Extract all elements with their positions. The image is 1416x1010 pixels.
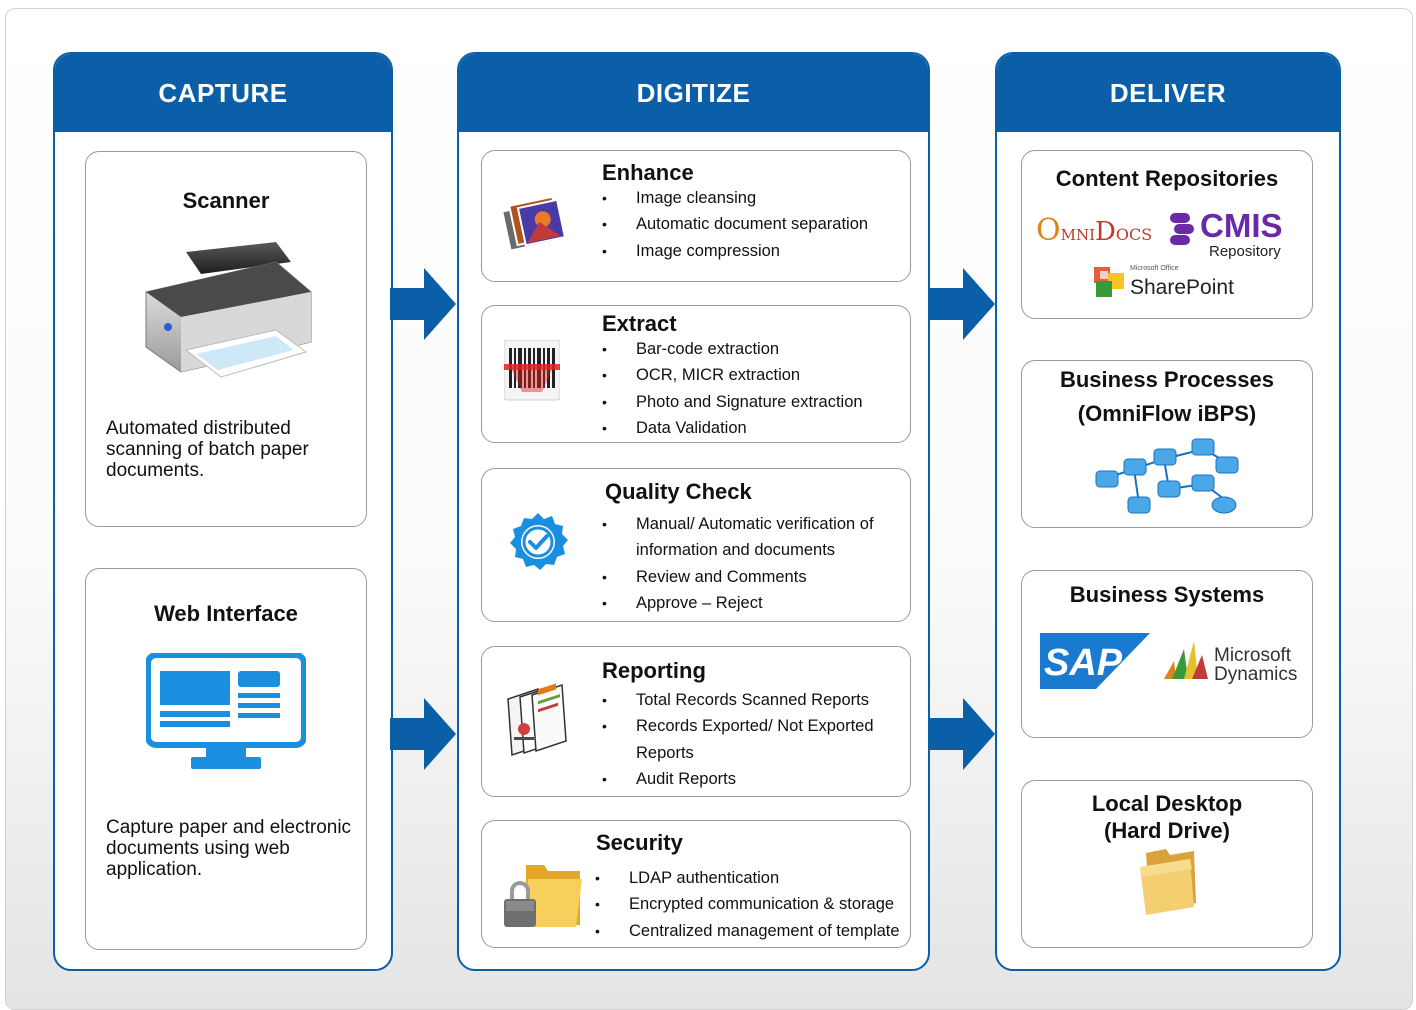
extract-card: Extract Bar-code extraction OCR, MICR ex… xyxy=(481,305,911,443)
deliver-header: DELIVER xyxy=(997,54,1339,132)
monitor-icon xyxy=(146,653,306,769)
local-desktop-card: Local Desktop (Hard Drive) xyxy=(1021,780,1313,948)
quality-check-title: Quality Check xyxy=(605,479,752,504)
scanner-title: Scanner xyxy=(182,188,270,213)
quality-check-list: Manual/ Automatic verification of inform… xyxy=(602,511,874,616)
list-item: Encrypted communication & storage xyxy=(595,891,900,918)
list-item: Image cleansing xyxy=(602,185,868,212)
enhance-list: Image cleansing Automatic document separ… xyxy=(602,185,868,264)
business-processes-card: Business Processes (OmniFlow iBPS) xyxy=(1021,360,1313,528)
extract-list: Bar-code extraction OCR, MICR extraction… xyxy=(602,336,863,441)
digitize-column: DIGITIZE Enhance Image cleansing Automat… xyxy=(457,52,930,971)
arrow-digitize-deliver-bottom xyxy=(929,698,995,770)
arrow-digitize-deliver-top xyxy=(929,268,995,340)
content-repositories-title: Content Repositories xyxy=(1055,166,1279,191)
scanner-card: Scanner Automated distributed scanning o… xyxy=(85,151,367,527)
list-item: Photo and Signature extraction xyxy=(602,389,863,416)
sap-logo-text: SAP xyxy=(1044,642,1123,684)
digitize-header: DIGITIZE xyxy=(459,54,928,132)
enhance-title: Enhance xyxy=(602,160,694,185)
folder-icon xyxy=(1140,849,1196,915)
list-item: Review and Comments xyxy=(602,564,874,591)
capture-header: CAPTURE xyxy=(55,54,391,132)
deliver-column: DELIVER Content Repositories OMNIDOCS CM… xyxy=(995,52,1341,971)
arrow-capture-digitize-top xyxy=(390,268,456,340)
list-item: Image compression xyxy=(602,238,868,265)
reporting-title: Reporting xyxy=(602,658,706,683)
barcode-icon xyxy=(504,340,560,401)
list-item: Bar-code extraction xyxy=(602,336,863,363)
reports-icon xyxy=(507,683,567,757)
list-item: information and documents xyxy=(636,541,836,560)
local-desktop-title-line2: (Hard Drive) xyxy=(1104,818,1230,843)
cmis-subtitle: Repository xyxy=(1209,243,1281,260)
process-flow-icon xyxy=(1095,438,1239,514)
dynamics-logo-icon xyxy=(1164,641,1208,679)
list-item: Total Records Scanned Reports xyxy=(602,687,874,714)
business-processes-title-line1: Business Processes xyxy=(1059,367,1275,392)
cmis-logo-icon xyxy=(1170,213,1194,245)
list-item: Data Validation xyxy=(602,415,863,442)
verified-badge-icon xyxy=(510,513,568,570)
content-repositories-card: Content Repositories OMNIDOCS CMIS Repos… xyxy=(1021,150,1313,319)
sharepoint-icon xyxy=(1094,267,1124,297)
arrow-capture-digitize-bottom xyxy=(390,698,456,770)
business-processes-title-line2: (OmniFlow iBPS) xyxy=(1077,401,1257,426)
sap-logo-icon: SAP xyxy=(1040,633,1150,689)
list-item: LDAP authentication xyxy=(595,865,900,892)
enhance-card: Enhance Image cleansing Automatic docume… xyxy=(481,150,911,282)
image-stack-icon xyxy=(501,195,567,252)
list-item: Manual/ Automatic verification of xyxy=(602,511,874,538)
security-card: Security LDAP authentication Encrypted c… xyxy=(481,820,911,948)
scanner-description: Automated distributed scanning of batch … xyxy=(106,418,309,481)
dynamics-logo-line2: Dynamics xyxy=(1214,664,1298,685)
lock-folder-icon xyxy=(504,865,582,927)
omnidocs-logo: OMNIDOCS xyxy=(1036,213,1153,248)
list-item: Records Exported/ Not Exported xyxy=(602,713,874,740)
business-systems-title: Business Systems xyxy=(1069,582,1265,607)
quality-check-card: Quality Check Manual/ Automatic verifica… xyxy=(481,468,911,622)
list-item: Centralized management of template xyxy=(595,918,900,945)
reporting-list: Total Records Scanned Reports Records Ex… xyxy=(602,687,874,792)
sharepoint-logo: SharePoint xyxy=(1130,276,1234,299)
list-item: Audit Reports xyxy=(602,766,874,793)
web-interface-description: Capture paper and electronic documents u… xyxy=(106,817,352,880)
dynamics-logo-line1: Microsoft xyxy=(1214,645,1292,666)
local-desktop-title-line1: Local Desktop xyxy=(1091,791,1243,816)
printer-icon xyxy=(145,242,312,378)
list-item: OCR, MICR extraction xyxy=(602,362,863,389)
web-interface-card: Web Interface Capture paper and electron… xyxy=(85,568,367,950)
sharepoint-small-label: Microsoft Office xyxy=(1130,265,1179,272)
security-title: Security xyxy=(596,830,683,855)
security-list: LDAP authentication Encrypted communicat… xyxy=(595,865,900,944)
capture-column: CAPTURE Scanner Automated distributed sc… xyxy=(53,52,393,971)
list-item: Reports xyxy=(636,743,694,762)
list-item: Automatic document separation xyxy=(602,211,868,238)
business-systems-card: Business Systems SAP Microsoft Dynamics xyxy=(1021,570,1313,738)
list-item: Approve – Reject xyxy=(602,590,874,617)
reporting-card: Reporting Total Records Scanned Reports … xyxy=(481,646,911,797)
cmis-logo: CMIS xyxy=(1200,207,1283,244)
extract-title: Extract xyxy=(602,311,677,336)
web-interface-title: Web Interface xyxy=(154,601,298,626)
